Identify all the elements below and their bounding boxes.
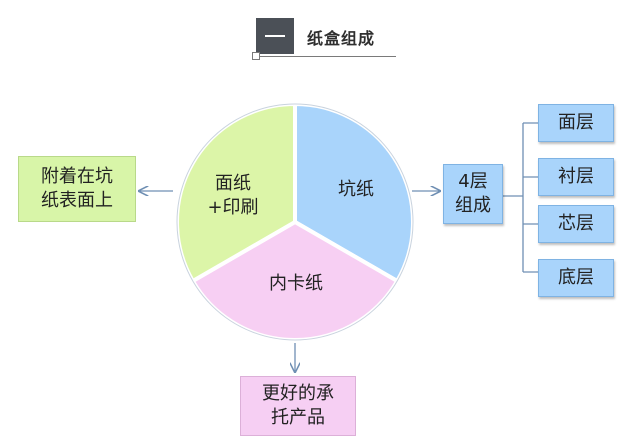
layer-liner: 衬层 (538, 158, 614, 196)
slice-label-face-paper: 面纸 +印刷 (207, 173, 259, 218)
header-underline (256, 56, 396, 57)
layer-bottom: 底层 (538, 259, 614, 297)
layer-bracket (503, 122, 538, 273)
page-title: 纸盒组成 (307, 29, 376, 48)
slice-label-corrugated: 坑纸 (338, 179, 374, 200)
note-attached: 附着在坑 纸表面上 (18, 156, 136, 222)
four-layer-box: 4层 组成 (443, 164, 503, 224)
slice-label-inner-card: 内卡纸 (269, 273, 323, 294)
pie-chart (175, 101, 415, 342)
note-support-product: 更好的承 托产品 (240, 376, 356, 436)
layer-core: 芯层 (538, 205, 614, 243)
layer-face: 面层 (538, 104, 614, 142)
header-dash-icon (256, 18, 294, 54)
pie-outline (176, 103, 414, 341)
header-corner-mark (252, 52, 260, 60)
section-header: 纸盒组成 (252, 18, 396, 60)
